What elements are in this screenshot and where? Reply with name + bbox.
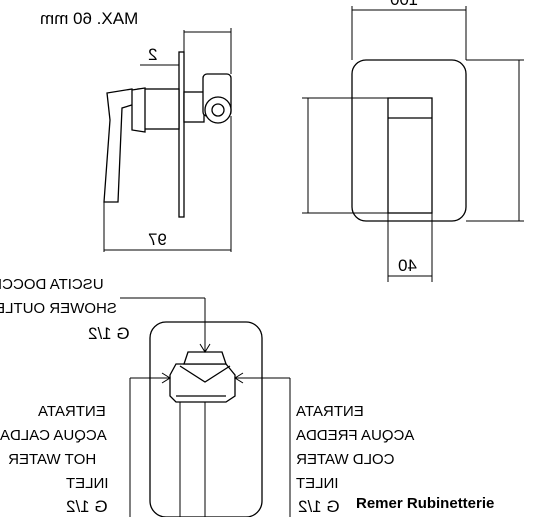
cold-inlet-line-3: COLD WATER [296, 451, 395, 468]
max-depth-label: MAX. 60 mm [40, 9, 138, 28]
plate-offset-label: 2 [148, 45, 157, 64]
cold-arrow [234, 372, 244, 384]
wall-plate [178, 51, 185, 218]
hot-arrow [161, 372, 171, 384]
diverter-top [183, 351, 227, 365]
shower-outlet-line-3: G 1/2 [88, 324, 130, 343]
lever-width-label: 40 [398, 256, 417, 275]
total-depth-label: 97 [148, 230, 167, 249]
shower-outlet-line-1: USCITA DOCCIA [0, 276, 104, 293]
width-label: 100 [390, 0, 418, 9]
hot-inlet-line-3: HOT WATER [8, 451, 96, 468]
watermark: Remer Rubinetterie [356, 495, 494, 512]
valve-cap [131, 87, 146, 133]
cold-inlet-line-4: INLET [296, 475, 339, 492]
rear-spindle-ring [204, 96, 232, 124]
rear-spindle-core [211, 103, 225, 117]
connections-view [120, 297, 291, 517]
connection-labels: USCITA DOCCIA SHOWER OUTLET G 1/2 ENTRAT… [0, 276, 414, 516]
hot-inlet-line-2: ACQUA CALDA [0, 427, 107, 444]
cold-inlet-line-2: ACQUA FREDDA [296, 427, 414, 444]
lever-front [387, 97, 433, 214]
hot-inlet-line-5: G 1/2 [66, 497, 108, 516]
cold-inlet-line-1: ENTRATA [296, 403, 364, 420]
shower-outlet-line-2: SHOWER OUTLET [0, 300, 117, 317]
outlet-arrow [199, 343, 211, 353]
rear-connector [183, 91, 205, 123]
hot-inlet-line-1: ENTRATA [38, 403, 106, 420]
lever-handle [103, 88, 136, 203]
side-profile-view: MAX. 60 mm 2 97 [40, 9, 232, 252]
hot-inlet-line-4: INLET [66, 475, 109, 492]
cold-inlet-line-5: G 1/2 [298, 497, 340, 516]
front-view: 100 155 110 40 [302, 0, 524, 282]
diverter-arrow [179, 365, 231, 383]
